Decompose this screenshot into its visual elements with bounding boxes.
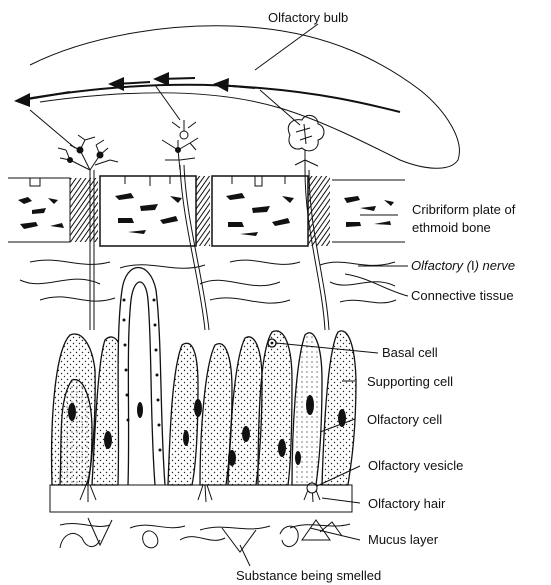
label-olfactory-vesicle: Olfactory vesicle	[368, 458, 463, 473]
glomerulus-3	[288, 115, 324, 172]
substance-molecules	[60, 518, 342, 552]
label-olfactory-cell: Olfactory cell	[367, 412, 442, 427]
glomerulus-2	[162, 120, 198, 170]
olfactory-epithelium	[52, 268, 356, 486]
label-supporting-cell: Supporting cell	[367, 374, 453, 389]
cribriform-plate	[8, 176, 405, 246]
label-olfactory-nerve: Olfactory (I) nerve	[411, 258, 515, 273]
label-mucus-layer: Mucus layer	[368, 532, 439, 547]
label-connective-tissue: Connective tissue	[411, 288, 514, 303]
label-cribriform-line2: ethmoid bone	[412, 220, 491, 235]
label-substance: Substance being smelled	[236, 568, 381, 583]
glomerulus-1	[58, 135, 118, 170]
label-cribriform-line1: Cribriform plate of	[412, 202, 516, 217]
axon-arrows	[14, 72, 400, 112]
olfactory-bulb-outline	[30, 26, 459, 168]
bulb-connections	[30, 85, 300, 148]
label-olfactory-bulb: Olfactory bulb	[268, 10, 348, 25]
connective-tissue	[20, 260, 396, 303]
label-olfactory-hair: Olfactory hair	[368, 496, 446, 511]
label-basal-cell: Basal cell	[382, 345, 438, 360]
olfactory-hairs	[80, 483, 320, 502]
